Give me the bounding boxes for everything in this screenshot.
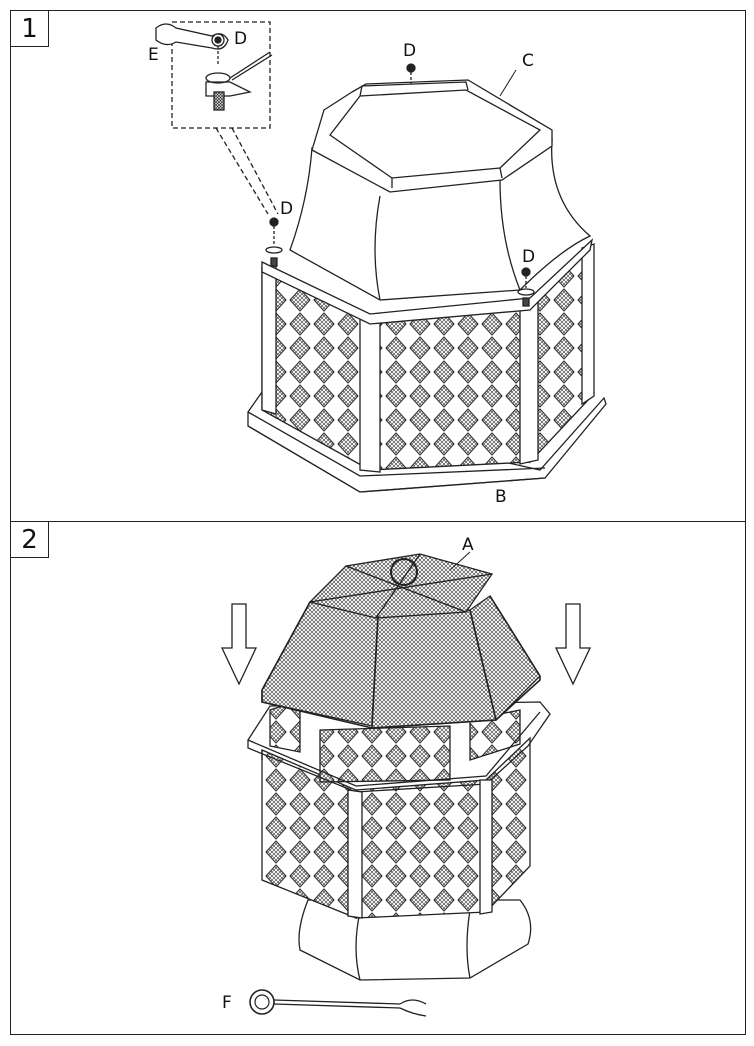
label-a: A — [462, 535, 474, 555]
label-c: C — [522, 51, 534, 71]
step-1-drawing — [155, 21, 607, 493]
step-2-drawing — [220, 553, 592, 1017]
bolt-left — [265, 217, 283, 267]
chimney — [289, 79, 592, 301]
label-d-inset: D — [234, 29, 247, 49]
callout-labels: E D D C D D B A F — [148, 29, 535, 1013]
leader-lines — [449, 69, 517, 571]
label-d-right: D — [522, 247, 535, 267]
label-f: F — [222, 993, 232, 1013]
label-b: B — [495, 487, 507, 507]
fire-bowl-base — [298, 899, 532, 981]
poker-tool — [249, 989, 427, 1017]
label-e: E — [148, 45, 159, 65]
bolt-top — [406, 63, 416, 84]
label-d-top: D — [403, 41, 416, 61]
down-arrow-left-icon — [220, 603, 258, 686]
detail-inset — [155, 21, 279, 215]
lattice-body-assembled — [247, 699, 551, 919]
label-d-left: D — [280, 199, 293, 219]
spark-screen-lid — [261, 553, 541, 729]
down-arrow-right-icon — [554, 603, 592, 686]
step-1-number: 1 — [11, 11, 49, 47]
bolt-right — [517, 267, 535, 307]
step-2-number: 2 — [11, 522, 49, 558]
lattice-body — [261, 238, 595, 473]
